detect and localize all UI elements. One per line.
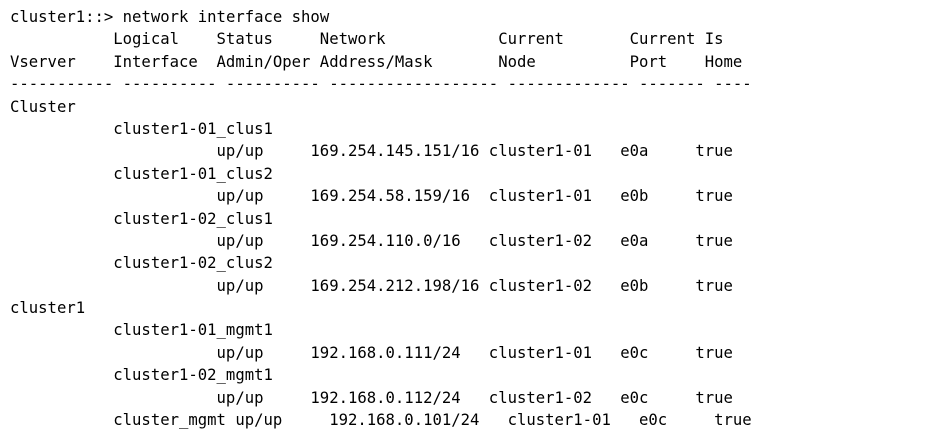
table-header-row-1: Logical Status Network Current Current I… [10,30,724,49]
vserver-group-cluster1: cluster1 [10,299,86,318]
lif-name-line: cluster1-01_clus2 [10,164,273,183]
vserver-group-cluster: Cluster [10,97,76,116]
command-line: cluster1::> network interface show [10,6,925,28]
lif-detail-line: up/up 192.168.0.112/24 cluster1-02 e0c t… [10,388,733,407]
lif-name-line: cluster1-02_clus1 [10,209,273,228]
lif-name-line: cluster1-02_mgmt1 [10,366,273,385]
lif-name-line: cluster1-01_mgmt1 [10,321,273,340]
shell-prompt: cluster1::> [10,8,123,26]
lif-detail-line: up/up 169.254.145.151/16 cluster1-01 e0a… [10,142,733,161]
command-text: network interface show [122,8,330,26]
lif-detail-line: up/up 169.254.58.159/16 cluster1-01 e0b … [10,187,733,206]
table-header-separator: ----------- ---------- ---------- ------… [10,75,752,94]
lif-detail-line: up/up 169.254.110.0/16 cluster1-02 e0a t… [10,231,733,250]
lif-name-line: cluster1-01_clus1 [10,119,273,138]
table-header-row-2: Vserver Interface Admin/Oper Address/Mas… [10,52,743,71]
lif-detail-line: up/up 169.254.212.198/16 cluster1-02 e0b… [10,276,733,295]
lif-detail-line: up/up 192.168.0.111/24 cluster1-01 e0c t… [10,343,733,362]
lif-name-line: cluster1-02_clus2 [10,254,273,273]
lif-row: cluster_mgmt up/up 192.168.0.101/24 clus… [10,411,752,430]
